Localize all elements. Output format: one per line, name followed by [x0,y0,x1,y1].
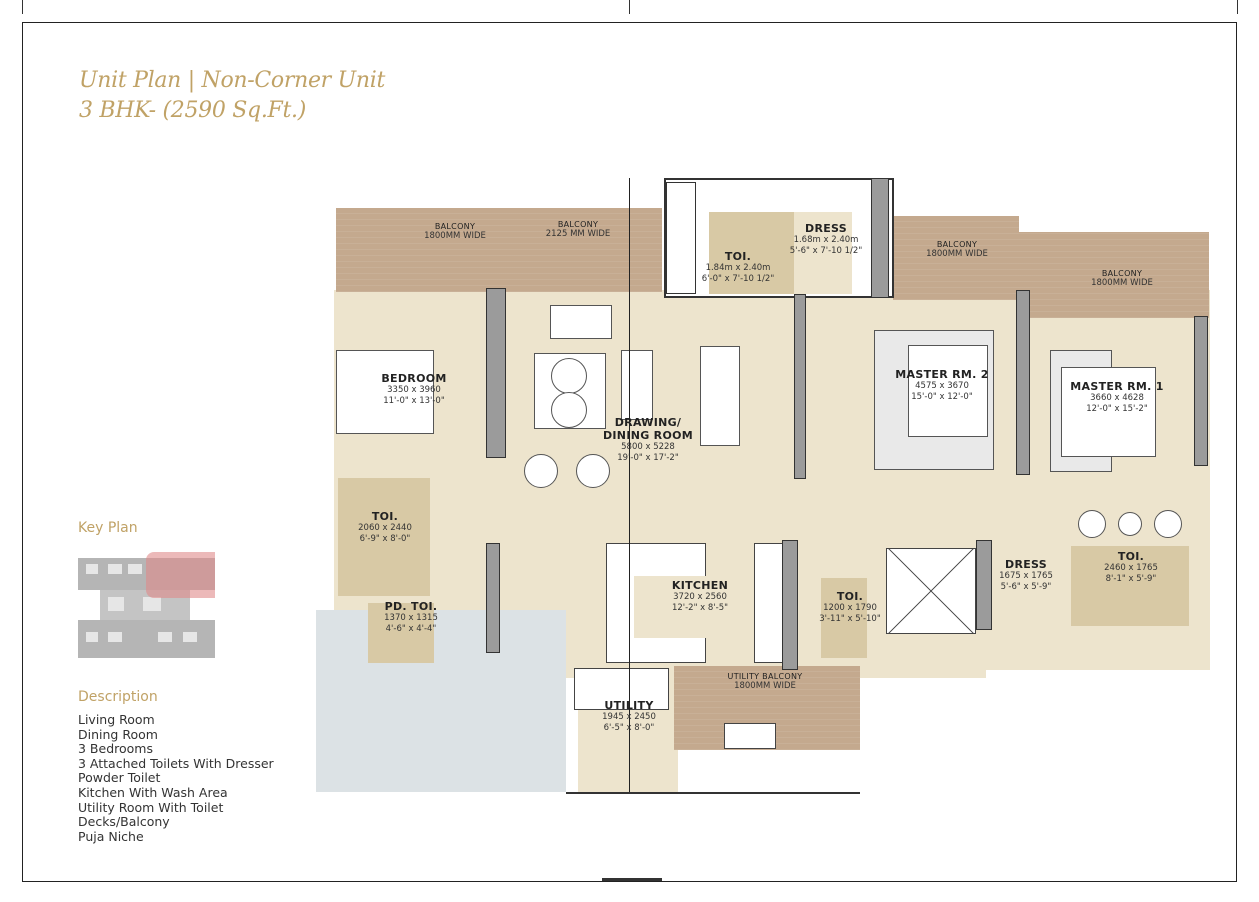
outside-area [316,610,566,792]
crop-mark [602,878,662,881]
description-item: Utility Room With Toilet [78,799,224,815]
key-plan-heading: Key Plan [78,520,138,536]
balcony [893,216,1019,300]
crop-mark [22,0,23,14]
description-item: Decks/Balcony [78,814,170,830]
description-item: 3 Bedrooms [78,741,153,757]
description-item: Kitchen With Wash Area [78,784,228,800]
key-plan-image [78,552,222,658]
description-item: Puja Niche [78,828,144,844]
bed [908,345,988,437]
description-item: Dining Room [78,726,158,742]
balcony [1019,232,1209,318]
dining-table [700,346,740,446]
title-line-1: Unit Plan | Non-Corner Unit [79,68,385,93]
crop-mark [629,0,630,14]
key-plan-highlight [146,552,222,598]
page-title: Unit Plan | Non-Corner Unit 3 BHK- (2590… [79,66,385,126]
description-list: Living Room Dining Room 3 Bedrooms 3 Att… [78,712,274,844]
crop-mark [1237,0,1238,14]
balcony [336,208,662,292]
description-item: Powder Toilet [78,770,161,786]
bed [336,350,434,434]
sofa [621,350,653,420]
description-item: 3 Attached Toilets With Dresser [78,755,274,771]
description-heading: Description [78,689,158,705]
sofa [550,305,612,339]
page-frame [22,22,1237,882]
shaft [886,548,976,634]
description-item: Living Room [78,712,155,727]
title-line-2: 3 BHK- (2590 Sq.Ft.) [79,98,306,123]
bed [1061,367,1156,457]
